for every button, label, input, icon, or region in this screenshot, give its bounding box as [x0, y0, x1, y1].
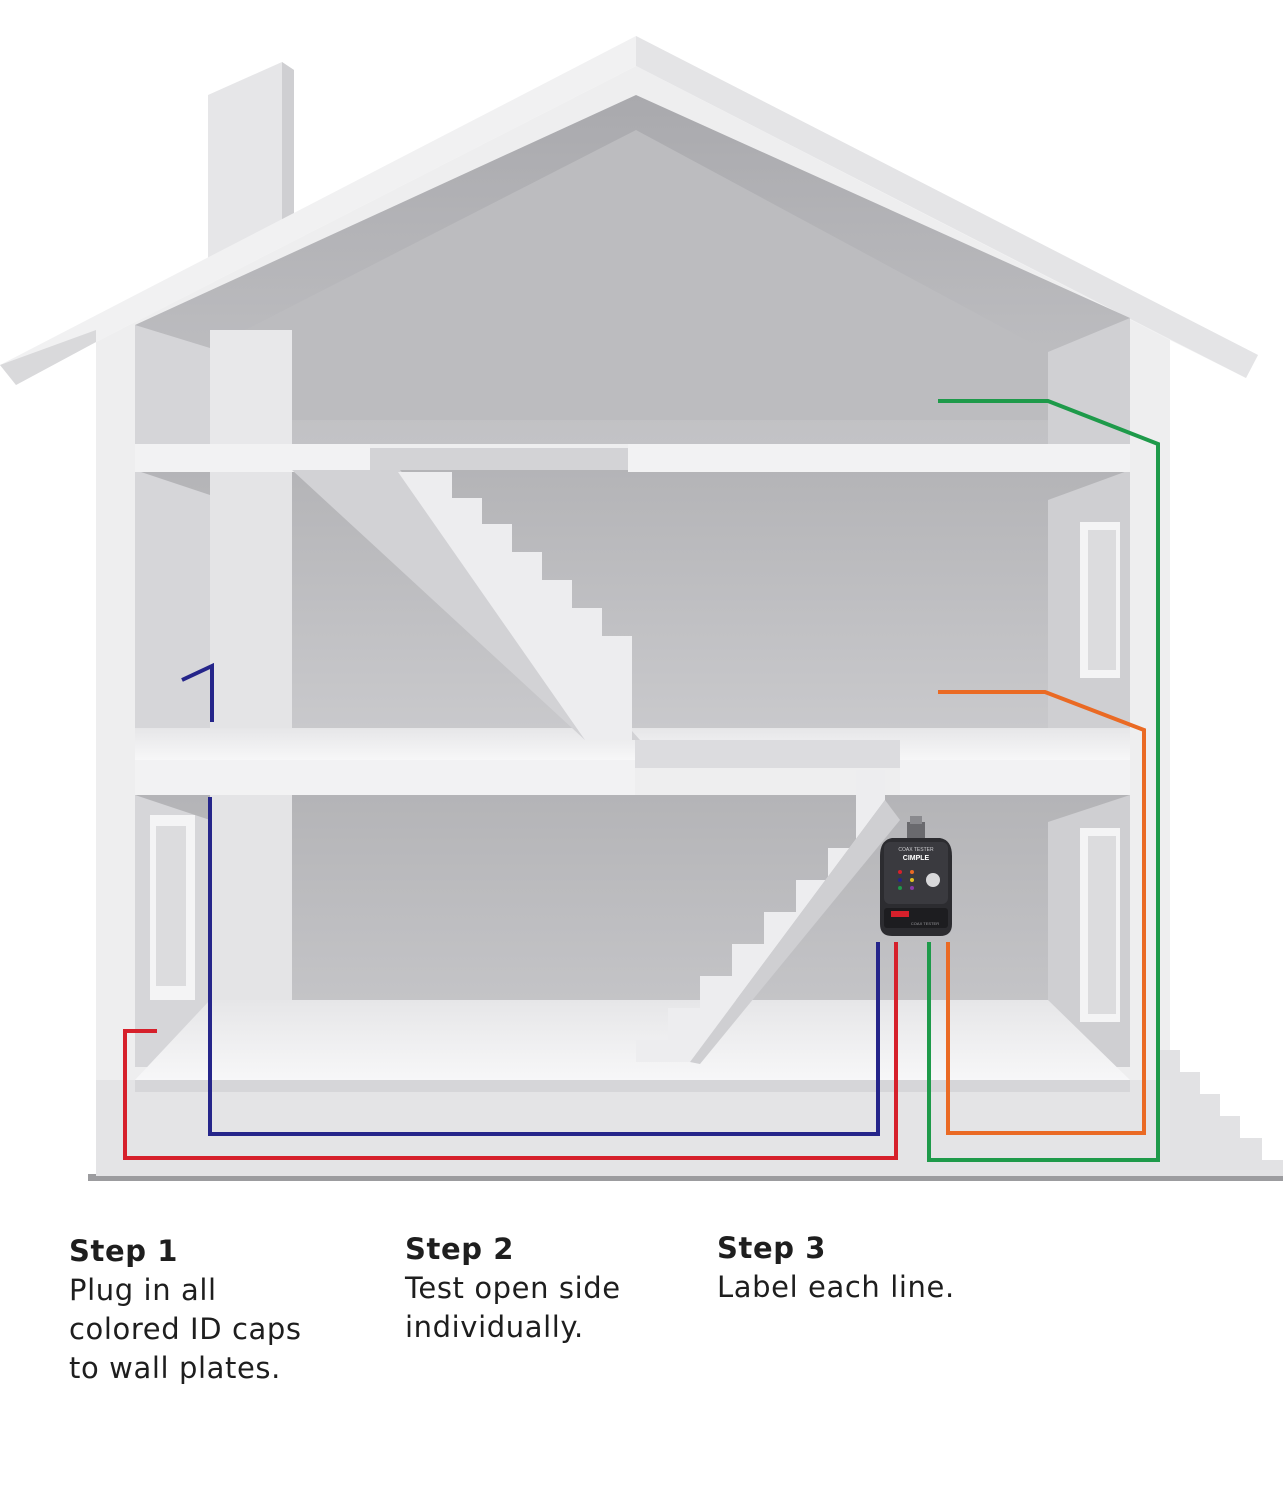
- tester-bottom-label: COAX TESTER: [911, 921, 939, 926]
- step-3-title: Step 3: [717, 1231, 827, 1265]
- step-2-title: Step 2: [405, 1232, 515, 1266]
- step-1-block: Step 1 Plug in all colored ID caps to wa…: [69, 1232, 369, 1388]
- orange-cable-line: [938, 690, 1146, 1135]
- attic-room: [135, 95, 1130, 450]
- ground-line: [88, 1174, 1283, 1181]
- step-1-text: Plug in all colored ID caps to wall plat…: [69, 1273, 302, 1385]
- green-cable-line: [927, 399, 1160, 1162]
- lower-staircase: [636, 770, 900, 1064]
- step-1-title: Step 1: [69, 1234, 179, 1268]
- coax-tester-device: COAX TESTER CIMPLE COAX TESTER: [880, 816, 952, 936]
- blue-cable-line: [181, 662, 214, 722]
- tester-top-label: COAX TESTER: [898, 847, 934, 853]
- house-cutaway-diagram: COAX TESTER CIMPLE COAX TESTER: [0, 36, 1283, 1181]
- step-2-block: Step 2 Test open side individually.: [405, 1230, 705, 1347]
- tester-brand-logo: CIMPLE: [903, 855, 930, 862]
- blue-cable-line-lower: [208, 797, 880, 1136]
- upper-staircase: [292, 470, 640, 740]
- red-cable-line: [123, 942, 898, 1160]
- second-floor-room: [135, 470, 1130, 760]
- step-3-block: Step 3 Label each line.: [717, 1229, 1057, 1307]
- step-3-text: Label each line.: [717, 1270, 955, 1304]
- step-2-text: Test open side individually.: [405, 1271, 621, 1344]
- ground-floor-room: [135, 795, 1130, 1080]
- coax-cables: [123, 399, 1160, 1162]
